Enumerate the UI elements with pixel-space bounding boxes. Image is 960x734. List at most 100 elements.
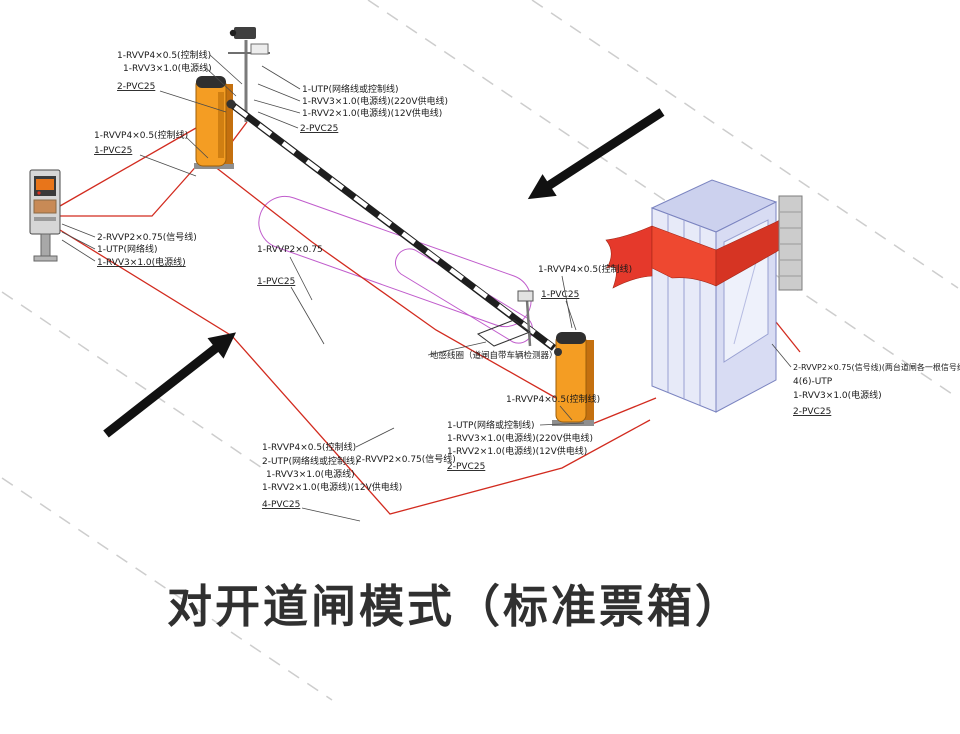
outgoing-direction-arrow [103,332,237,438]
label-booth-4: 2-PVC25 [793,407,831,417]
leader-line [209,54,243,85]
label-ticket-2: 1-UTP(网络线) [97,243,158,255]
ticket-slot [34,217,56,221]
cable-run [591,397,657,425]
leader-line [559,405,573,421]
label-trench-1: 1-RVVP4×0.5(控制线) [262,441,356,453]
label-entry-barrier-1: 1-RVVP4×0.5(控制线) [117,49,211,61]
exit-barrier-gate [552,332,594,426]
label-exit-barrier-2: 1-PVC25 [541,290,579,300]
leader-line [289,256,313,301]
label-entry-barrier-2: 1-RVV3×1.0(电源线) [123,62,212,74]
exit-barrier-base [552,420,594,426]
label-exit-barrier-1: 1-RVVP4×0.5(控制线) [538,263,632,275]
road-markings [1,0,959,701]
direction-arrows [103,108,665,438]
label-trench-4: 1-RVV3×1.0(电源线) [266,468,355,480]
leader-line [253,99,301,114]
leader-line [565,300,577,331]
ticket-dispenser-pole [40,233,51,257]
ticket-dispenser [29,169,61,262]
ribbon-front [651,225,717,287]
label-camera-3: 1-RVV2×1.0(电源线)(12V供电线) [302,107,442,119]
diagram-title: 对开道闸模式（标准票箱） [167,580,743,633]
boom-hinge [226,99,236,109]
label-trench-6: 4-PVC25 [262,500,300,510]
small-island-outline [395,248,533,344]
exit-barrier-cabinet [555,333,587,423]
label-exit-pole-1: 1-UTP(网络或控制线) [447,419,535,431]
label-exit-pole-4: 2-PVC25 [447,462,485,472]
leader-line [539,422,585,426]
cable-run [59,127,197,207]
camera-junction-box [250,43,269,55]
leader-line [355,427,395,448]
ticket-dispenser-screen [36,179,54,190]
leader-line [257,111,299,129]
cable-labels: 1-RVVP4×0.5(控制线) 1-RVV3×1.0(电源线) 2-PVC25… [61,49,960,522]
cable-runs [59,121,801,515]
reader-post [517,290,534,347]
label-entry-conduit-2: 1-PVC25 [94,146,132,156]
reader-post-head [517,290,534,302]
leader-line [185,136,209,159]
island-outlines [258,195,533,344]
label-camera-4: 2-PVC25 [300,124,338,134]
leader-line [561,275,573,329]
label-exit-pole-3: 1-RVV2×1.0(电源线)(12V供电线) [447,445,587,457]
leader-line [205,67,237,97]
cctv-camera [228,27,270,122]
boom-arm-stripes [233,105,554,348]
ticket-dispenser-panel [33,199,57,214]
label-trench-5: 1-RVV2×1.0(电源线)(12V供电线) [262,481,402,493]
label-entry-barrier-3: 2-PVC25 [117,82,155,92]
incoming-direction-arrow [527,108,665,200]
road-dash-line [1,477,333,701]
entry-barrier-stripe [218,92,224,158]
label-ticket-3: 1-RVV3×1.0(电源线) [97,256,186,268]
road-dash-line [1,291,269,473]
leader-line [139,154,197,177]
reader-post-pole [525,299,532,347]
leader-line [261,65,301,90]
guard-booth [605,179,803,413]
camera-lens [229,29,237,37]
leader-line [61,239,96,262]
label-exit-control: 1-RVVP4×0.5(控制线) [506,393,600,405]
leader-line [61,223,96,238]
leader-line [159,90,227,113]
leader-line [427,341,487,356]
label-median-2: 1-PVC25 [257,277,295,287]
cable-run [59,229,651,515]
label-median-1: 1-RVVP2×0.75 [257,245,323,255]
road-dash-line [367,0,959,399]
label-trench-2: 2-UTP(网络线或控制线) [262,455,359,467]
ground-loop [476,319,532,347]
label-booth-3: 1-RVV3×1.0(电源线) [793,389,882,401]
camera-body [234,27,256,39]
exit-barrier-side [583,340,594,420]
leader-line [301,507,361,522]
median-island-outline [258,195,532,328]
cable-run [60,161,201,217]
entry-barrier-gate [194,76,557,351]
label-ticket-1: 2-RVVP2×0.75(信号线) [97,231,197,243]
leader-line [771,343,792,368]
leader-line [290,286,325,345]
label-exit-pole-2: 1-RVV3×1.0(电源线)(220V供电线) [447,432,593,444]
cable-run [775,321,801,353]
label-camera-1: 1-UTP(网络线或控制线) [302,83,399,95]
label-entry-conduit-1: 1-RVVP4×0.5(控制线) [94,129,188,141]
leader-line [257,83,301,102]
ribbon-left [605,225,653,289]
exit-boom-hinge [554,348,562,356]
cable-run [213,165,557,399]
entry-barrier-cap [196,76,226,88]
leader-line [61,231,96,250]
ticket-dispenser-led [37,191,41,195]
label-trench-3: 2-RVVP2×0.75(信号线) [356,453,456,465]
ticket-dispenser-base [33,255,58,262]
entry-barrier-side [222,84,233,164]
